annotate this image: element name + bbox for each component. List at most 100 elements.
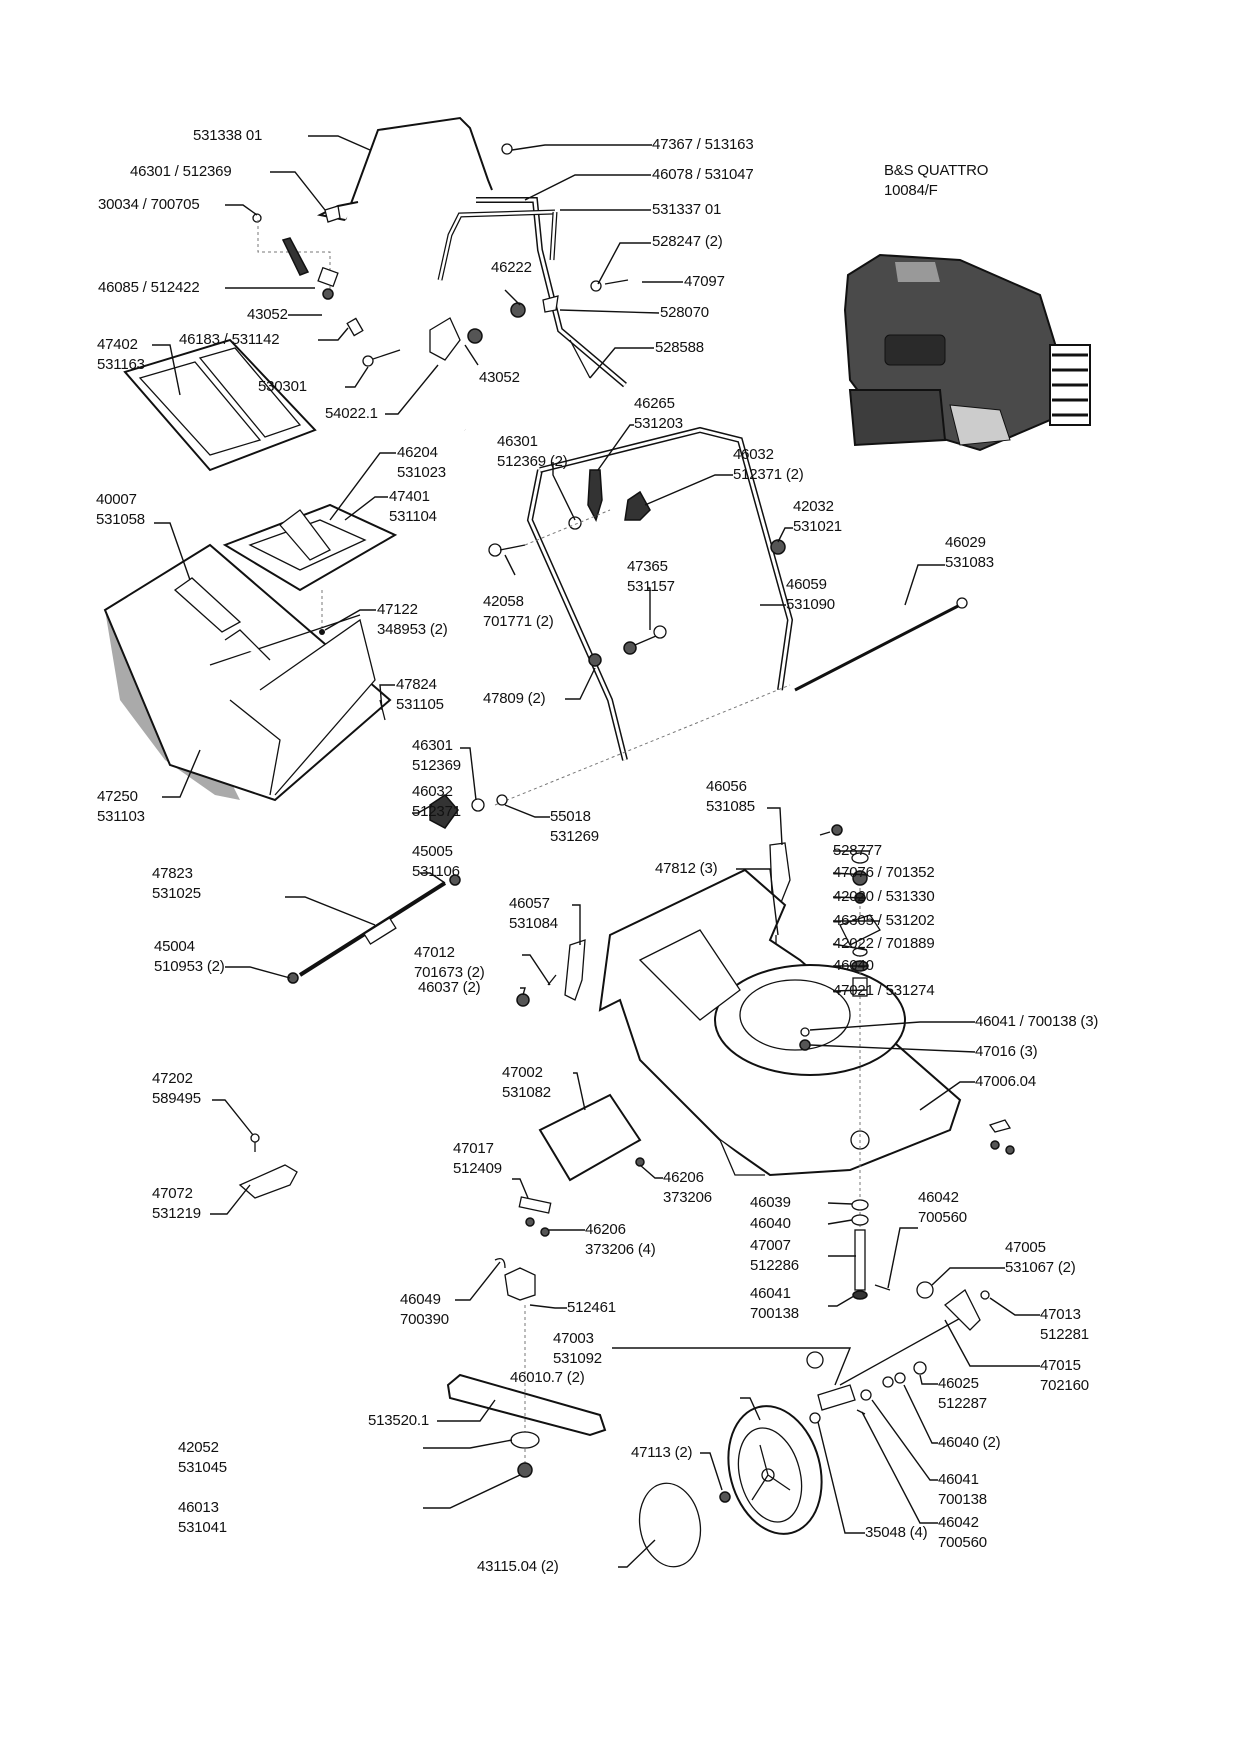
washer-46040c bbox=[894, 1372, 906, 1384]
nut-47113 bbox=[719, 1491, 731, 1503]
part-number: 35048 (4) bbox=[865, 1524, 928, 1541]
washer-55018 bbox=[496, 794, 508, 806]
part-number: 47809 (2) bbox=[483, 690, 546, 707]
part-number: 531085 bbox=[706, 798, 755, 815]
part-number: 701771 (2) bbox=[483, 613, 554, 630]
part-label: 46301 / 512369 bbox=[130, 162, 232, 182]
washer-46040d bbox=[882, 1376, 894, 1388]
part-number: 531103 bbox=[97, 808, 145, 825]
screw-30034 bbox=[252, 213, 262, 223]
nut-47809 bbox=[588, 653, 602, 667]
part-label: 528247 (2) bbox=[652, 232, 723, 252]
part-label: 47006.04 bbox=[975, 1072, 1036, 1092]
part-label: 46085 / 512422 bbox=[98, 278, 200, 298]
washer-46040b bbox=[851, 1214, 869, 1226]
part-label: 47021 / 531274 bbox=[833, 981, 935, 1001]
lever-54022 bbox=[429, 317, 461, 361]
part-number: 47812 (3) bbox=[655, 860, 718, 877]
screw-46206b bbox=[525, 1217, 535, 1227]
part-number: 46301 bbox=[412, 737, 453, 754]
part-number: 46057 bbox=[509, 895, 550, 912]
bolt-46013 bbox=[517, 1462, 533, 1478]
part-number: 531045 bbox=[178, 1459, 227, 1476]
part-number: 46037 (2) bbox=[418, 979, 481, 996]
part-number: 46305 / 531202 bbox=[833, 912, 935, 929]
eye-bolt-47365 bbox=[653, 625, 667, 639]
part-number: 512287 bbox=[938, 1395, 987, 1412]
knob-46032 bbox=[624, 490, 651, 521]
part-label: 46222 bbox=[491, 258, 532, 278]
wheel-46010 bbox=[727, 1405, 823, 1535]
screw-46206c bbox=[540, 1227, 550, 1237]
part-label: 46040 bbox=[750, 1214, 791, 1234]
part-number: 47013 bbox=[1040, 1306, 1081, 1323]
clip-46301c bbox=[471, 798, 485, 812]
part-number: 47823 bbox=[152, 865, 193, 882]
part-number: 47072 bbox=[152, 1185, 193, 1202]
part-number: 46049 bbox=[400, 1291, 441, 1308]
part-number: 589495 bbox=[152, 1090, 201, 1107]
part-number: 42052 bbox=[178, 1439, 219, 1456]
lower-handle-46059 bbox=[526, 426, 794, 761]
part-number: 701673 (2) bbox=[414, 964, 485, 981]
part-number: 531219 bbox=[152, 1205, 201, 1222]
part-number: 700138 bbox=[750, 1305, 799, 1322]
bolt-530301 bbox=[369, 349, 401, 361]
grass-box-47250 bbox=[103, 543, 392, 802]
nut-47365 bbox=[623, 641, 637, 655]
washer-46039 bbox=[851, 1199, 869, 1211]
screw-47122 bbox=[319, 629, 325, 635]
part-label: 47016 (3) bbox=[975, 1042, 1038, 1062]
part-label: 47076 / 701352 bbox=[833, 863, 935, 883]
part-label: 46057 531084 bbox=[509, 894, 558, 934]
part-number: 47005 bbox=[1005, 1239, 1046, 1256]
bushing-left bbox=[806, 1351, 824, 1369]
part-number: 512369 (2) bbox=[497, 453, 568, 470]
leader-lines bbox=[152, 135, 1040, 1568]
part-number: 46206 bbox=[663, 1169, 704, 1186]
part-number: 30034 / 700705 bbox=[98, 196, 200, 213]
part-label: 46040 bbox=[833, 956, 874, 976]
part-number: 46042 bbox=[918, 1189, 959, 1206]
part-number: 46041 bbox=[938, 1471, 979, 1488]
part-number: 531083 bbox=[945, 554, 994, 571]
part-number: 54022.1 bbox=[325, 405, 378, 422]
part-number: 531269 bbox=[550, 828, 599, 845]
part-number: 47097 bbox=[684, 273, 725, 290]
part-number: 46206 bbox=[585, 1221, 626, 1238]
inner-bar-531337 bbox=[437, 209, 558, 281]
part-number: 531084 bbox=[509, 915, 558, 932]
part-number: 510953 (2) bbox=[154, 958, 225, 975]
part-label: 513520.1 bbox=[368, 1411, 429, 1431]
part-number: 46025 bbox=[938, 1375, 979, 1392]
part-label: 42052 531045 bbox=[178, 1438, 227, 1478]
part-number: 46204 bbox=[397, 444, 438, 461]
plate-47015 bbox=[944, 1289, 981, 1331]
bracket-528070 bbox=[542, 295, 559, 313]
part-number: 531092 bbox=[553, 1350, 602, 1367]
part-label: 531337 01 bbox=[652, 200, 721, 220]
part-number: 512371 bbox=[412, 803, 461, 820]
part-number: 531058 bbox=[96, 511, 145, 528]
part-number: 47250 bbox=[97, 788, 138, 805]
bushing-47005 bbox=[916, 1281, 934, 1299]
part-label: 531338 01 bbox=[193, 126, 262, 146]
washer-35048 bbox=[809, 1412, 821, 1424]
screw-46206 bbox=[635, 1157, 645, 1167]
part-label: 35048 (4) bbox=[865, 1523, 928, 1543]
washer-46041b bbox=[852, 1290, 868, 1300]
engine-name: B&S QUATTRO bbox=[884, 162, 989, 179]
part-label: 54022.1 bbox=[325, 404, 378, 424]
bolt-deck bbox=[819, 831, 831, 836]
part-label: 46305 / 531202 bbox=[833, 911, 935, 931]
